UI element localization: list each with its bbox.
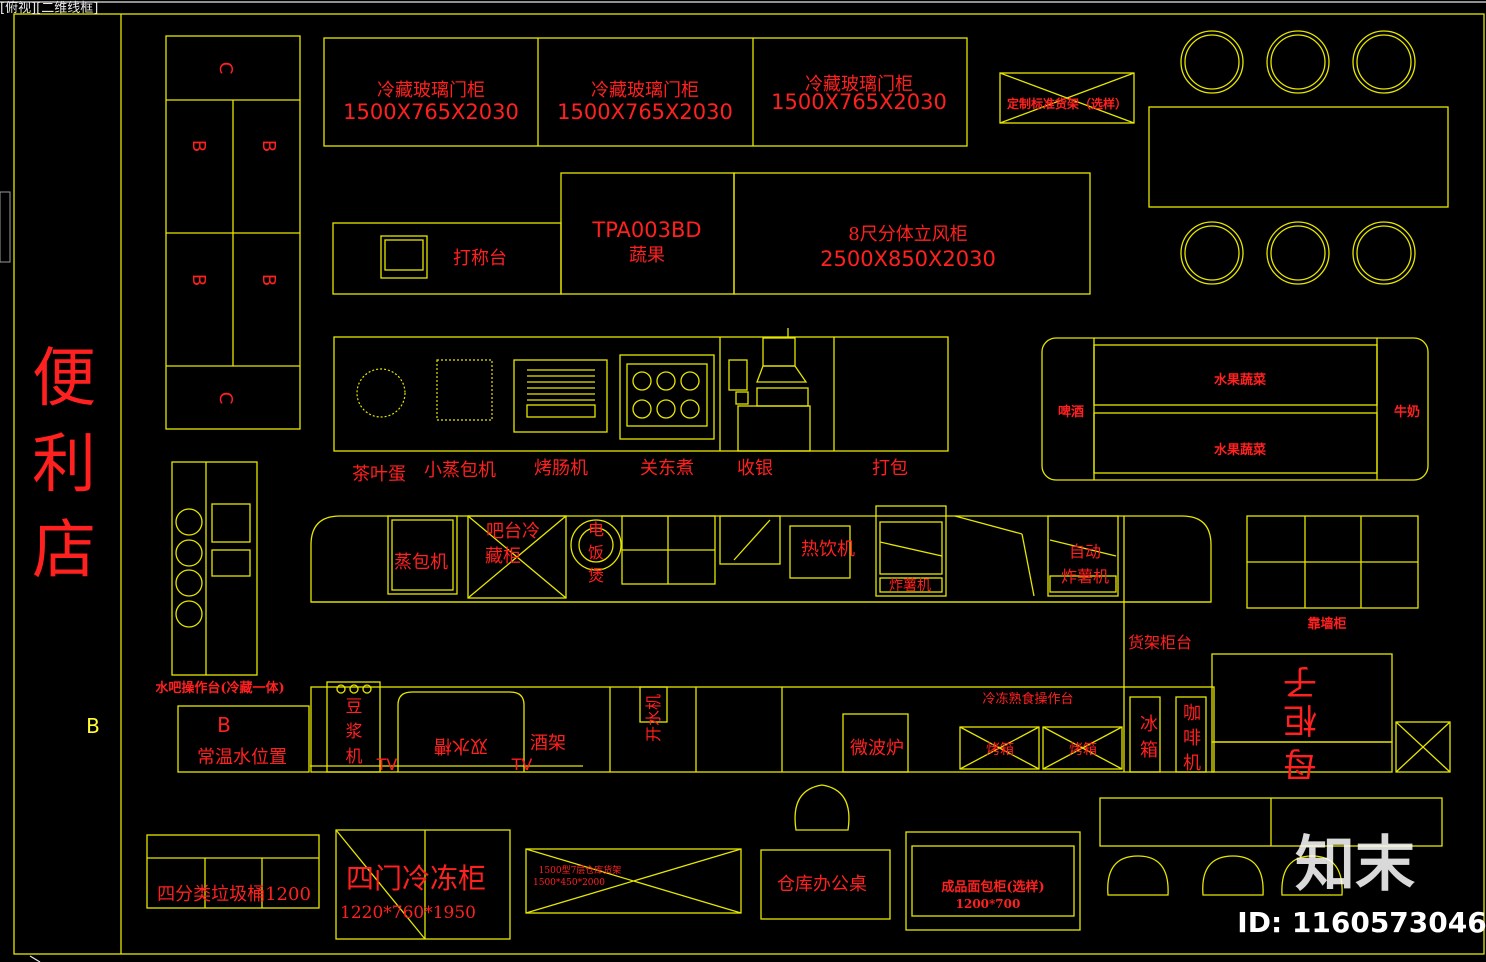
weigh-label: 打称台 bbox=[453, 248, 507, 269]
auto-fryer-label-1: 自动 bbox=[1069, 542, 1101, 561]
beer-label: 啤酒 bbox=[1058, 404, 1084, 420]
office-desk-label: 仓库办公桌 bbox=[777, 874, 867, 895]
viewport-label[interactable]: [俯视][二维线框] bbox=[0, 0, 98, 16]
cab-b3-label: B bbox=[188, 274, 209, 286]
bar-fridge-label-1: 吧台冷 bbox=[486, 521, 540, 542]
fruit1-label: 水果蔬菜 bbox=[1214, 372, 1266, 388]
fruit2-label: 水果蔬菜 bbox=[1214, 442, 1266, 458]
svg-text:电: 电 bbox=[588, 520, 604, 539]
bun-steamer-label: 小蒸包机 bbox=[424, 460, 496, 481]
cashier-label: 收银 bbox=[737, 458, 773, 479]
svg-text:机: 机 bbox=[346, 747, 363, 767]
coffee-label: 咖 啡 机 bbox=[1183, 703, 1201, 774]
svg-text:浆: 浆 bbox=[346, 722, 363, 742]
rice-cooker-label: 电 饭 煲 bbox=[588, 520, 604, 585]
double-sink-label: 双水槽 bbox=[434, 735, 488, 756]
b-label: B bbox=[217, 713, 231, 737]
fridge2-name: 冷藏玻璃门柜 bbox=[591, 80, 699, 101]
microwave-label: 微波炉 bbox=[850, 738, 904, 759]
svg-text:机: 机 bbox=[1183, 753, 1201, 774]
fridge3-size: 1500X765X2030 bbox=[771, 90, 947, 114]
soy-milk-label: 豆 浆 机 bbox=[346, 697, 363, 767]
cab-c-bottom-label: C bbox=[215, 392, 236, 405]
fridge1-name: 冷藏玻璃门柜 bbox=[377, 80, 485, 101]
back-counter bbox=[177, 653, 1451, 773]
svg-text:子: 子 bbox=[1283, 661, 1317, 701]
freezer4-size: 1220*760*1950 bbox=[340, 903, 476, 923]
svg-text:啡: 啡 bbox=[1183, 728, 1201, 749]
sausage-label: 烤肠机 bbox=[534, 458, 588, 479]
wine-rack-label: 酒架 bbox=[530, 733, 566, 754]
cab-b1-label: B bbox=[188, 140, 209, 152]
dining-table-set bbox=[1148, 30, 1449, 285]
svg-text:饭: 饭 bbox=[588, 543, 604, 562]
watermark-brand: 知末 bbox=[1295, 830, 1415, 900]
storage-furniture bbox=[146, 784, 1443, 940]
cab-b2-label: B bbox=[258, 140, 279, 152]
svg-text:母: 母 bbox=[1283, 743, 1317, 783]
svg-text:咖: 咖 bbox=[1183, 703, 1201, 724]
wall-cab-label: 靠墙柜 bbox=[1307, 616, 1346, 632]
glass-fridge-row bbox=[323, 37, 968, 147]
oven2-label: 烤箱 bbox=[1069, 742, 1097, 758]
kitchen-counter bbox=[310, 505, 1212, 772]
hot-drink-label: 热饮机 bbox=[801, 539, 855, 560]
oven1-label: 烤箱 bbox=[986, 742, 1014, 758]
svg-text:柜: 柜 bbox=[1283, 699, 1317, 739]
cab-b4-label: B bbox=[258, 274, 279, 286]
tpa-code-label: TPA003BD bbox=[591, 218, 701, 242]
water-bar-cabinet bbox=[171, 461, 258, 676]
auto-fryer-label-2: 炸薯机 bbox=[1061, 567, 1109, 586]
store-name-char-3: 店 bbox=[32, 514, 96, 588]
tpa-name-label: 蔬果 bbox=[629, 245, 665, 266]
store-name-char-2: 利 bbox=[32, 428, 96, 502]
left-b-label: B bbox=[86, 714, 100, 738]
fridge2-size: 1500X765X2030 bbox=[557, 100, 733, 124]
custom-shelf bbox=[999, 72, 1135, 124]
rack-a-label: 1500型7层仓库货架 bbox=[539, 864, 622, 876]
fryer-label: 炸薯机 bbox=[889, 578, 931, 594]
wall-cabinet bbox=[1246, 515, 1419, 609]
second-row-units bbox=[332, 172, 1091, 295]
tea-egg-label: 茶叶蛋 bbox=[352, 464, 406, 485]
split-cab-name: 8尺分体立风柜 bbox=[848, 224, 967, 245]
svg-text:煲: 煲 bbox=[588, 566, 604, 585]
fruit-island bbox=[1041, 337, 1429, 481]
freeze-op-label: 冷冻熟食操作台 bbox=[982, 691, 1073, 707]
freezer4-name: 四门冷冻柜 bbox=[346, 862, 486, 895]
bread-size-label: 1200*700 bbox=[956, 897, 1021, 911]
water-boiler-label: 开水机 bbox=[644, 694, 663, 742]
trash-label: 四分类垃圾桶1200 bbox=[157, 884, 311, 905]
store-name-label: 便 利 店 bbox=[32, 342, 96, 588]
svg-text:豆: 豆 bbox=[346, 697, 363, 717]
fridge-small-label-2: 箱 bbox=[1140, 740, 1158, 761]
mother-cab-label: 子 柜 母 bbox=[1283, 661, 1317, 783]
milk-label: 牛奶 bbox=[1394, 404, 1420, 420]
oden-label: 关东煮 bbox=[640, 458, 694, 479]
food-counter-row bbox=[333, 328, 949, 452]
tv2-label: TV bbox=[511, 755, 533, 774]
pack-label: 打包 bbox=[872, 458, 908, 479]
left-cabinet-stack bbox=[165, 35, 301, 430]
custom-shelf-label: 定制标准货架（选样） bbox=[1007, 96, 1127, 111]
tv1-label: TV bbox=[376, 755, 398, 774]
store-name-char-1: 便 bbox=[32, 342, 96, 416]
rack-b-label: 1500*450*2000 bbox=[533, 878, 605, 888]
shelf-units-label: 货架柜台 bbox=[1128, 633, 1192, 652]
steamer-label: 蒸包机 bbox=[394, 552, 448, 573]
bar-fridge-label-2: 藏柜 bbox=[485, 546, 521, 567]
fridge-small-label-1: 冰 bbox=[1140, 714, 1158, 735]
room-water-label: 常温水位置 bbox=[197, 747, 287, 768]
watermark-id: ID: 1160573046 bbox=[1237, 906, 1486, 939]
bread-cab-label: 成品面包柜(选样) bbox=[941, 879, 1044, 895]
split-cab-size: 2500X850X2030 bbox=[820, 247, 996, 271]
cab-c-top-label: C bbox=[215, 62, 236, 75]
fridge1-size: 1500X765X2030 bbox=[343, 100, 519, 124]
water-station-label: 水吧操作台(冷藏一体) bbox=[155, 680, 284, 696]
fridge3-name: 冷藏玻璃门柜 bbox=[805, 74, 913, 95]
